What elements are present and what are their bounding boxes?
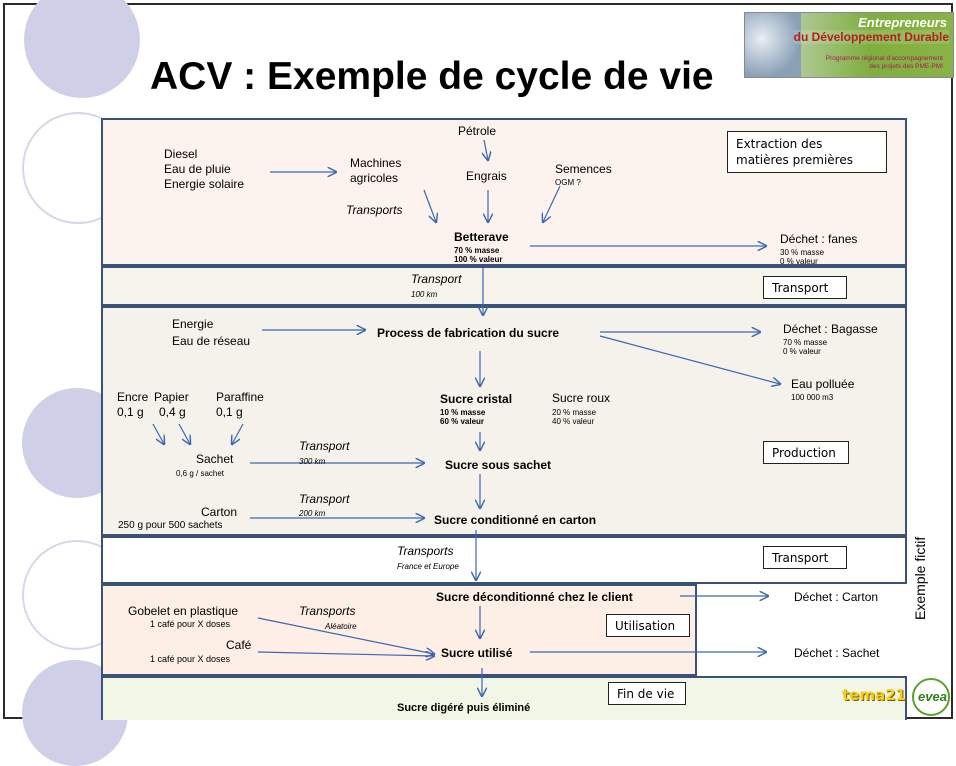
machines-line-2: agricoles bbox=[350, 171, 399, 185]
slide: Entrepreneurs du Développement Durable P… bbox=[3, 0, 956, 766]
dechet-carton: Déchet : Carton bbox=[794, 590, 879, 604]
transport-1-label: Transport bbox=[411, 272, 462, 286]
sucre-roux: Sucre roux bbox=[552, 391, 611, 405]
transport-a-distance: 300 km bbox=[299, 457, 326, 466]
transports-extraction: Transports bbox=[346, 203, 403, 217]
input-diesel: Diesel bbox=[164, 147, 198, 161]
band-utilisation bbox=[101, 584, 697, 676]
betterave-valeur: 100 % valeur bbox=[454, 255, 503, 264]
phase-label-fin-de-vie: Fin de vie bbox=[608, 682, 686, 705]
dechet-sachet: Déchet : Sachet bbox=[794, 646, 880, 660]
eau-polluee-volume: 100 000 m3 bbox=[791, 393, 834, 402]
betterave: Betterave bbox=[454, 230, 509, 244]
entrepreneurs-logo: Entrepreneurs du Développement Durable P… bbox=[744, 12, 954, 78]
transports-utilisation: Transports bbox=[299, 604, 356, 618]
band-fin-de-vie bbox=[101, 676, 907, 720]
phase-label-extraction: Extraction des matières premières bbox=[727, 131, 887, 173]
band-production bbox=[101, 306, 907, 536]
flow-arrows bbox=[152, 139, 956, 722]
transport-b-distance: 200 km bbox=[299, 509, 326, 518]
cafe: Café bbox=[226, 638, 252, 652]
transport-a: Transport bbox=[299, 439, 350, 453]
sucre-digere: Sucre digéré puis éliminé bbox=[397, 702, 531, 714]
paraffine: Paraffine bbox=[216, 390, 264, 404]
sachet-quantity: 0,6 g / sachet bbox=[176, 469, 225, 478]
machines-line-1: Machines bbox=[350, 156, 402, 170]
page-title: ACV : Exemple de cycle de vie bbox=[150, 55, 714, 98]
decor-bubble-top bbox=[24, 0, 140, 98]
logo-line-3a: Programme régional d'accompagnement bbox=[825, 55, 943, 62]
cafe-quantity-text: 1 café pour X doses bbox=[150, 654, 231, 664]
petrole: Pétrole bbox=[458, 124, 497, 138]
process-fabrication: Process de fabrication du sucre bbox=[377, 326, 560, 340]
logo-line-1: Entrepreneurs bbox=[858, 15, 947, 30]
encre: Encre bbox=[117, 390, 149, 404]
logo-line-2: du Développement Durable bbox=[793, 30, 949, 44]
input-eau-reseau: Eau de réseau bbox=[172, 334, 251, 348]
fanes-masse: 30 % masse bbox=[780, 248, 825, 257]
transport-2-zone: France et Europe bbox=[397, 562, 459, 571]
cristal-masse: 10 % masse bbox=[440, 408, 486, 417]
carton-quantity-text: 250 g pour 500 sachets bbox=[118, 520, 223, 531]
exemple-fictif-note: Exemple fictif bbox=[912, 536, 928, 620]
evea-logo: evea bbox=[912, 678, 950, 716]
sucre-utilise: Sucre utilisé bbox=[441, 646, 513, 660]
sucre-conditionne-carton: Sucre conditionné en carton bbox=[434, 513, 597, 527]
bagasse-valeur: 0 % valeur bbox=[783, 347, 821, 356]
aleatoire: Aléatoire bbox=[325, 622, 357, 631]
semences: Semences bbox=[555, 162, 612, 176]
bagasse-masse: 70 % masse bbox=[783, 338, 828, 347]
transport-1-distance: 100 km bbox=[411, 290, 438, 299]
carton-quantity: 250 g pour 500 sachets bbox=[118, 520, 223, 531]
eau-polluee: Eau polluée bbox=[791, 377, 855, 391]
sucre-deconditionne: Sucre déconditionné chez le client bbox=[436, 590, 633, 604]
sucre-cristal: Sucre cristal bbox=[440, 392, 513, 406]
phase-label-transport-2: Transport bbox=[763, 546, 847, 569]
transport-b: Transport bbox=[299, 492, 350, 506]
ogm: OGM ? bbox=[555, 178, 581, 187]
carton: Carton bbox=[201, 505, 238, 519]
phase-label-transport-1: Transport bbox=[763, 276, 847, 299]
tema21-logo: tema21 bbox=[842, 686, 906, 704]
dechet-bagasse: Déchet : Bagasse bbox=[783, 322, 878, 336]
transport-2-label: Transports bbox=[397, 544, 454, 558]
encre-quantity: 0,1 g bbox=[117, 405, 144, 419]
papier: Papier bbox=[154, 390, 189, 404]
betterave-masse: 70 % masse bbox=[454, 246, 500, 255]
gobelet-quantity-text: 1 café pour X doses bbox=[150, 619, 231, 629]
dechet-fanes: Déchet : fanes bbox=[780, 232, 858, 246]
phase-label-utilisation: Utilisation bbox=[606, 614, 690, 637]
logo-picture bbox=[745, 13, 801, 77]
sucre-sous-sachet: Sucre sous sachet bbox=[445, 458, 552, 472]
roux-masse: 20 % masse bbox=[552, 408, 597, 417]
paraffine-quantity: 0,1 g bbox=[216, 405, 243, 419]
cafe-quantity: 1 café pour X doses bbox=[150, 655, 230, 664]
papier-quantity: 0,4 g bbox=[159, 405, 186, 419]
roux-valeur: 40 % valeur bbox=[552, 417, 595, 426]
sachet: Sachet bbox=[196, 452, 234, 466]
logo-line-3b: des projets des PME-PMI bbox=[869, 63, 943, 70]
gobelet: Gobelet en plastique bbox=[128, 604, 239, 618]
input-energie: Energie bbox=[172, 317, 214, 331]
gobelet-quantity: 1 café pour X doses bbox=[150, 620, 230, 629]
phase-label-production: Production bbox=[763, 441, 849, 464]
cristal-valeur: 60 % valeur bbox=[440, 417, 485, 426]
evea-logo-text: evea bbox=[918, 689, 947, 704]
input-eau-de-pluie: Eau de pluie bbox=[164, 162, 231, 176]
input-energie-solaire: Energie solaire bbox=[164, 177, 245, 191]
phase-extraction-text: Extraction des matières premières bbox=[736, 137, 853, 167]
fanes-valeur: 0 % valeur bbox=[780, 257, 818, 266]
engrais: Engrais bbox=[466, 169, 507, 183]
